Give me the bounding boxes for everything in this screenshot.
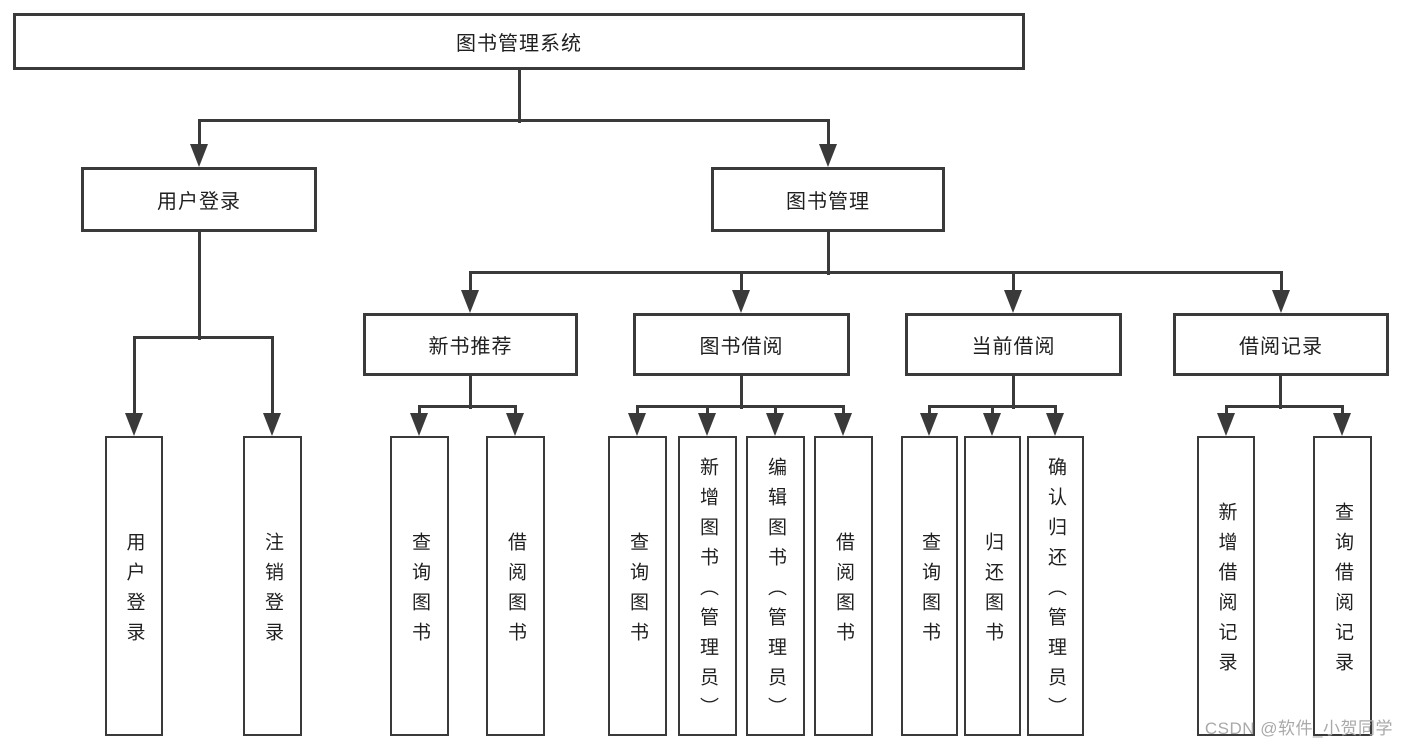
leaf-user-login: 用户登录 [105, 436, 163, 736]
arrow-down-new-book [461, 290, 479, 313]
leaf-query-book-borrow-label: 查询图书 [627, 531, 648, 652]
leaf-user-login-label: 用户登录 [123, 531, 145, 652]
node-new-book-recommend: 新书推荐 [363, 313, 578, 376]
arrow-down-e1 [1217, 413, 1235, 436]
connector-drop-borrow-record [1280, 271, 1283, 293]
connector-drop-new-book [469, 271, 472, 293]
connector-user-login-hbar [133, 336, 273, 339]
node-root: 图书管理系统 [13, 13, 1025, 70]
connector-new-book-stub [469, 376, 472, 409]
node-user-login: 用户登录 [81, 167, 317, 232]
arrow-down-c2 [698, 413, 716, 436]
arrow-down-d2 [983, 413, 1001, 436]
connector-drop-e1 [1225, 405, 1228, 415]
leaf-query-borrow-record: 查询借阅记录 [1313, 436, 1372, 736]
arrow-down-c3 [766, 413, 784, 436]
connector-book-borrow-hbar [637, 405, 844, 408]
arrow-down-user-login [190, 144, 208, 167]
node-root-label: 图书管理系统 [456, 33, 582, 55]
connector-drop-c1 [636, 405, 639, 415]
leaf-add-borrow-record-label: 新增借阅记录 [1215, 501, 1237, 682]
node-book-borrow-label: 图书借阅 [699, 336, 784, 358]
csdn-watermark: CSDN @软件_小贺同学 [1204, 719, 1393, 738]
connector-drop-c3 [774, 405, 777, 415]
leaf-borrow-book-recommend: 借阅图书 [486, 436, 545, 736]
leaf-query-borrow-record-label: 查询借阅记录 [1332, 501, 1353, 682]
connector-current-borrow-stub [1012, 376, 1015, 409]
arrow-down-c4 [834, 413, 852, 436]
connector-drop-leaf-user-login [133, 336, 136, 414]
connector-book-management-stub [827, 232, 830, 275]
connector-drop-b1 [418, 405, 421, 415]
node-current-borrow: 当前借阅 [905, 313, 1122, 376]
leaf-query-book-recommend: 查询图书 [390, 436, 449, 736]
connector-borrow-record-stub [1279, 376, 1282, 409]
leaf-query-book-borrow: 查询图书 [608, 436, 667, 736]
leaf-edit-book-admin-label: 编辑图书（管理员） [765, 456, 786, 727]
leaf-confirm-return-admin-label: 确认归还（管理员） [1045, 456, 1066, 727]
connector-root-hbar [198, 119, 830, 122]
arrow-down-leaf-user-login [125, 413, 143, 436]
node-new-book-recommend-label: 新书推荐 [428, 336, 513, 358]
node-book-management: 图书管理 [711, 167, 945, 232]
arrow-down-b2 [506, 413, 524, 436]
node-borrow-record: 借阅记录 [1173, 313, 1389, 376]
arrow-down-borrow-record [1272, 290, 1290, 313]
connector-drop-leaf-logout [271, 336, 274, 414]
connector-drop-c4 [842, 405, 845, 415]
arrow-down-current-borrow [1004, 290, 1022, 313]
leaf-query-book-current-label: 查询图书 [919, 531, 940, 652]
leaf-logout: 注销登录 [243, 436, 302, 736]
connector-drop-book-management [827, 119, 830, 147]
node-borrow-record-label: 借阅记录 [1239, 336, 1323, 358]
leaf-return-book-label: 归还图书 [982, 531, 1003, 652]
node-book-borrow: 图书借阅 [633, 313, 850, 376]
arrow-down-leaf-logout [263, 413, 281, 436]
node-current-borrow-label: 当前借阅 [971, 336, 1056, 358]
leaf-borrow-book-recommend-label: 借阅图书 [505, 531, 526, 652]
connector-drop-b2 [514, 405, 517, 415]
connector-book-borrow-stub [740, 376, 743, 409]
connector-drop-c2 [706, 405, 709, 415]
arrow-down-b1 [410, 413, 428, 436]
node-book-management-label: 图书管理 [786, 191, 870, 213]
leaf-add-book-admin: 新增图书（管理员） [678, 436, 737, 736]
connector-drop-d3 [1054, 405, 1057, 415]
connector-drop-d1 [928, 405, 931, 415]
leaf-borrow-book-label: 借阅图书 [833, 531, 854, 652]
leaf-confirm-return-admin: 确认归还（管理员） [1027, 436, 1084, 736]
leaf-logout-label: 注销登录 [262, 531, 283, 652]
leaf-return-book: 归还图书 [964, 436, 1021, 736]
arrow-down-book-borrow [732, 290, 750, 313]
connector-drop-e2 [1341, 405, 1344, 415]
connector-root-stub [518, 70, 521, 123]
connector-borrow-record-hbar [1225, 405, 1343, 408]
leaf-edit-book-admin: 编辑图书（管理员） [746, 436, 805, 736]
arrow-down-c1 [628, 413, 646, 436]
leaf-add-book-admin-label: 新增图书（管理员） [697, 456, 718, 727]
arrow-down-d1 [920, 413, 938, 436]
arrow-down-book-management [819, 144, 837, 167]
connector-drop-user-login [198, 119, 201, 147]
connector-new-book-hbar [419, 405, 516, 408]
connector-level2-hbar [470, 271, 1282, 274]
connector-drop-current-borrow [1012, 271, 1015, 293]
leaf-borrow-book: 借阅图书 [814, 436, 873, 736]
arrow-down-e2 [1333, 413, 1351, 436]
connector-user-login-stub [198, 232, 201, 340]
node-user-login-label: 用户登录 [157, 191, 241, 213]
leaf-query-book-current: 查询图书 [901, 436, 958, 736]
leaf-add-borrow-record: 新增借阅记录 [1197, 436, 1255, 736]
arrow-down-d3 [1046, 413, 1064, 436]
connector-drop-book-borrow [740, 271, 743, 293]
connector-drop-d2 [991, 405, 994, 415]
leaf-query-book-recommend-label: 查询图书 [409, 531, 430, 652]
